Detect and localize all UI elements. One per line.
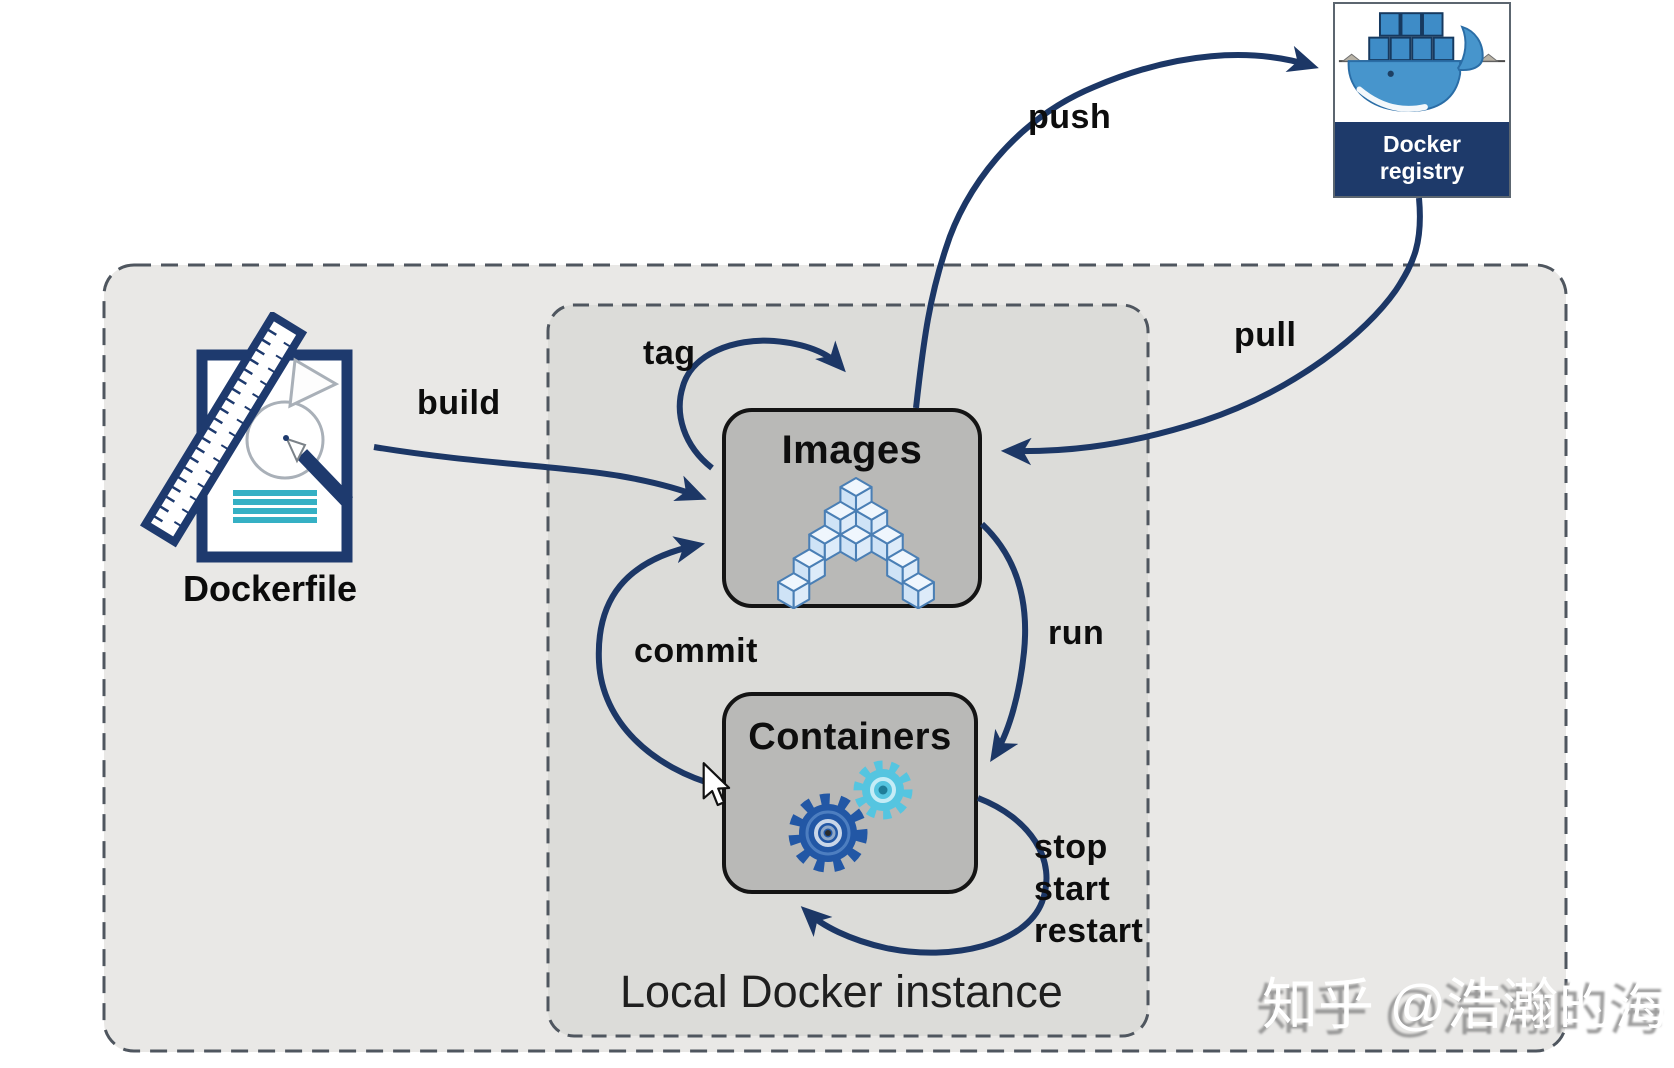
- build-label: build: [417, 384, 501, 422]
- restart-label: restart: [1034, 912, 1144, 950]
- images-node: Images: [722, 408, 982, 609]
- mouse-cursor-icon: [702, 762, 731, 807]
- outer-zone-dashed-border: [102, 263, 1568, 1053]
- commit-arrow: [595, 536, 720, 789]
- pull-arrow: [1000, 197, 1423, 466]
- push-arrow: [913, 45, 1319, 409]
- registry-label-line2: registry: [1379, 158, 1465, 184]
- pull-label: pull: [1234, 316, 1297, 354]
- start-label: start: [1034, 870, 1111, 908]
- gears-icon: [788, 760, 913, 873]
- run-arrow: [979, 521, 1029, 763]
- dockerfile-label: Dockerfile: [182, 568, 358, 609]
- dockerfile-icon: [140, 312, 354, 563]
- containers-label: Containers: [748, 716, 952, 758]
- push-label: push: [1028, 98, 1112, 136]
- registry-label: Docker registry: [1335, 122, 1509, 196]
- stop-start-restart-arrow: [800, 795, 1050, 956]
- registry-node: Docker registry: [1333, 2, 1511, 198]
- docker-whale-icon: [1338, 12, 1506, 112]
- build-arrow: [373, 444, 707, 502]
- images-label: Images: [781, 428, 923, 472]
- local-instance-dashed-border: [546, 303, 1150, 1038]
- commit-label: commit: [634, 632, 758, 670]
- tag-label: tag: [643, 334, 696, 372]
- run-label: run: [1048, 614, 1105, 652]
- tag-arrow: [676, 337, 846, 471]
- stop-label: stop: [1034, 828, 1108, 866]
- registry-label-line1: Docker: [1383, 131, 1461, 157]
- containers-node: Containers: [722, 692, 978, 894]
- local-docker-instance-label: Local Docker instance: [620, 966, 1063, 1017]
- stop-start-restart-label: stop start restart: [1034, 826, 1143, 952]
- watermark: 知乎 @浩瀚的海: [1262, 973, 1671, 1036]
